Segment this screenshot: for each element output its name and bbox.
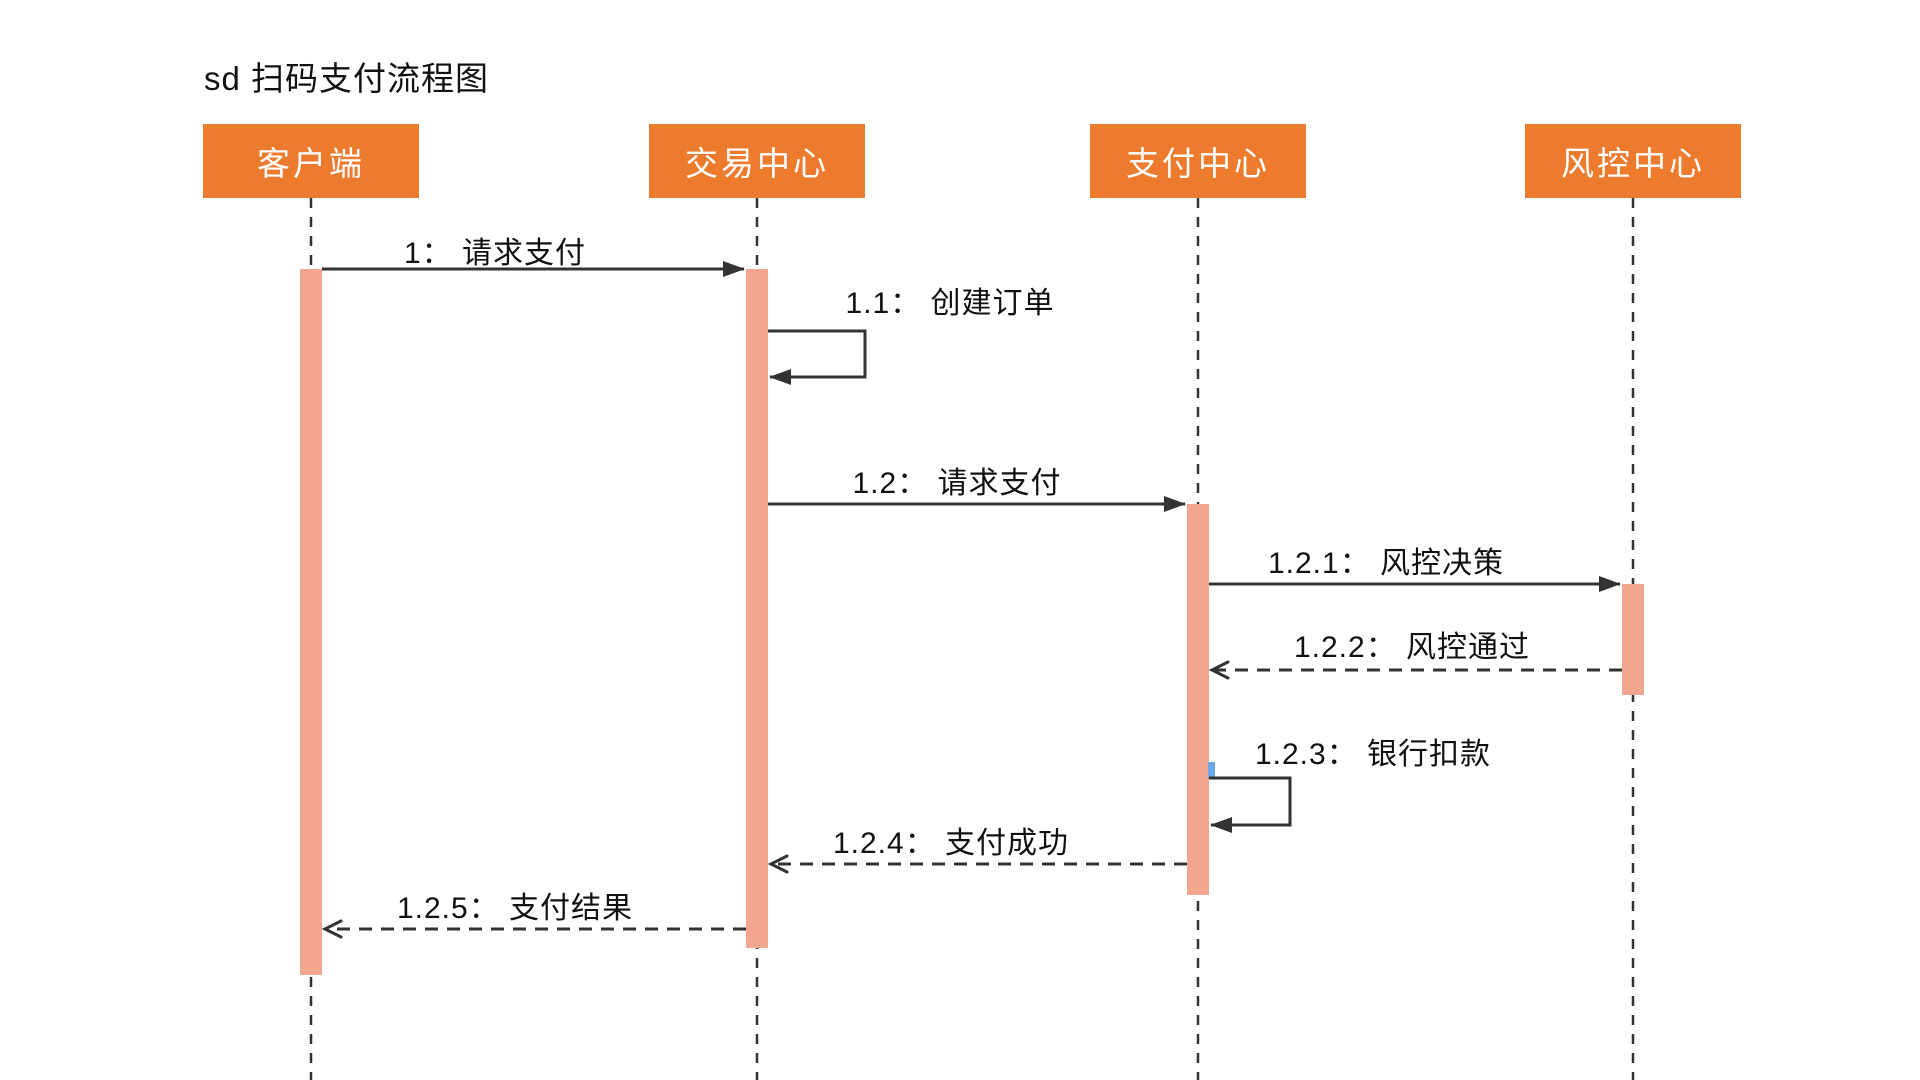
actor-payment-center-label: 支付中心 — [1126, 145, 1270, 182]
diagram-title: sd 扫码支付流程图 — [204, 60, 490, 97]
activation-payment-center — [1187, 504, 1209, 895]
actor-trade-center: 交易中心 — [649, 124, 865, 198]
message-1-2-label: 1.2： 请求支付 — [852, 467, 1062, 500]
message-1-2-1-label: 1.2.1： 风控决策 — [1267, 547, 1505, 580]
message-1-2-5-label: 1.2.5： 支付结果 — [396, 892, 634, 925]
actor-client-label: 客户端 — [257, 145, 365, 182]
arrow-msg-1-2-3-self — [1209, 776, 1292, 833]
activation-client — [300, 269, 322, 975]
arrow-msg-1-1-self — [768, 329, 867, 385]
actor-trade-center-label: 交易中心 — [685, 145, 829, 182]
actor-risk-center-label: 风控中心 — [1561, 145, 1705, 182]
activation-risk-center — [1622, 584, 1644, 695]
cursor-artifact — [1208, 762, 1215, 779]
activation-trade-center — [746, 269, 768, 948]
actor-payment-center: 支付中心 — [1090, 124, 1306, 198]
actor-client: 客户端 — [203, 124, 419, 198]
actor-risk-center: 风控中心 — [1525, 124, 1741, 198]
message-1-2-2-label: 1.2.2： 风控通过 — [1293, 631, 1531, 664]
message-1-label: 1： 请求支付 — [403, 237, 587, 270]
message-1-2-3-label: 1.2.3： 银行扣款 — [1254, 738, 1492, 771]
message-1-1-label: 1.1： 创建订单 — [845, 287, 1055, 320]
message-1-2-4-label: 1.2.4： 支付成功 — [832, 827, 1070, 860]
